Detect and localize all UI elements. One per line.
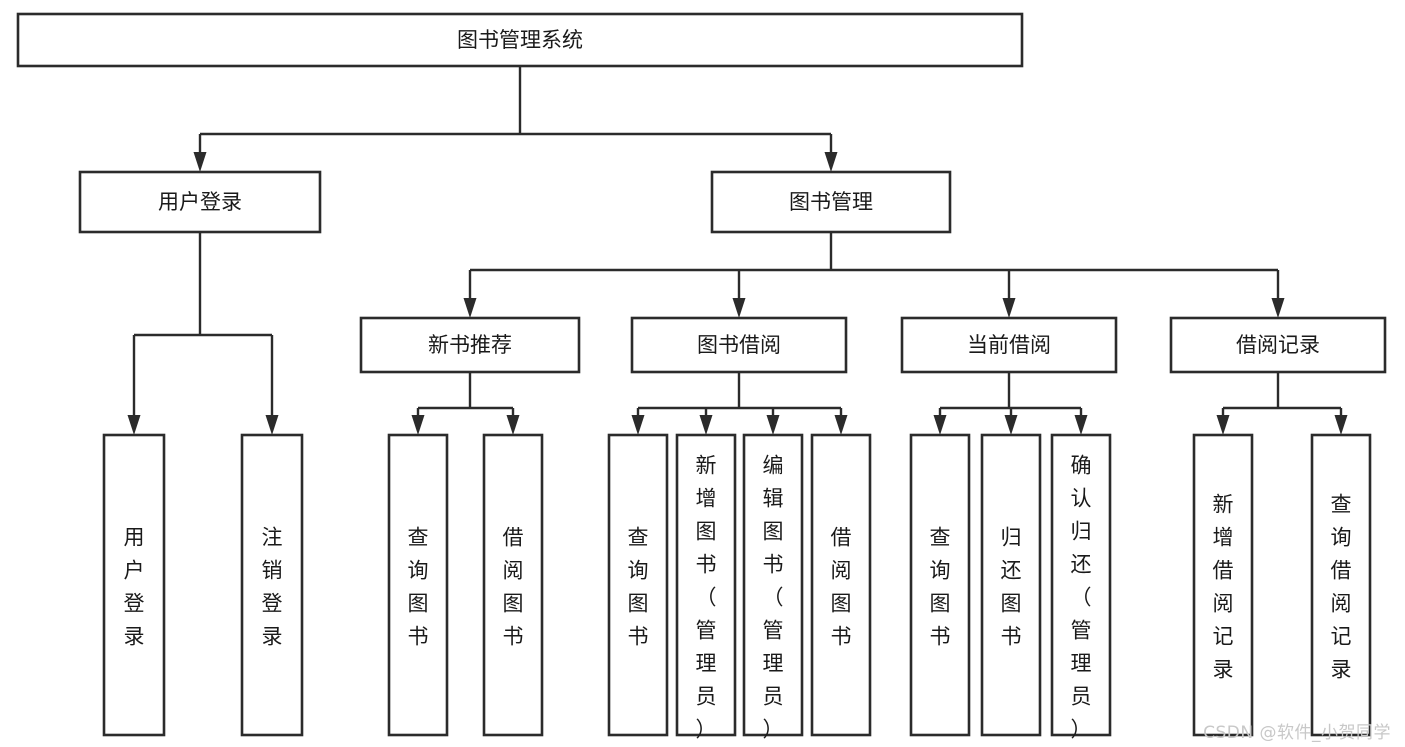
node-box-leaf-borrow-book-1[interactable] xyxy=(482,433,544,737)
node-box-leaf-add-book[interactable] xyxy=(675,433,737,737)
node-label-leaf-logout: 注销登录 xyxy=(262,526,283,649)
node-book-manage[interactable]: 图书管理 xyxy=(710,170,952,234)
node-borrow-record[interactable]: 借阅记录 xyxy=(1169,316,1387,374)
node-label-current-borrow: 当前借阅 xyxy=(967,333,1051,357)
node-box-root[interactable] xyxy=(16,12,1024,68)
connector-c-new-book xyxy=(411,372,520,435)
node-box-book-borrow[interactable] xyxy=(630,316,848,374)
node-box-new-book-recommend[interactable] xyxy=(359,316,581,374)
node-label-leaf-edit-book: 编辑图书（管理员） xyxy=(763,454,784,742)
connector-c-current-borrow xyxy=(933,372,1088,435)
node-layer: 图书管理系统用户登录图书管理新书推荐图书借阅当前借阅借阅记录用户登录注销登录查询… xyxy=(16,12,1387,742)
node-box-current-borrow[interactable] xyxy=(900,316,1118,374)
node-leaf-query-record[interactable]: 查询借阅记录 xyxy=(1310,433,1372,737)
node-user-login[interactable]: 用户登录 xyxy=(78,170,322,234)
node-box-borrow-record[interactable] xyxy=(1169,316,1387,374)
node-box-leaf-query-record[interactable] xyxy=(1310,433,1372,737)
node-label-leaf-query-book-1: 查询图书 xyxy=(408,526,429,649)
node-box-leaf-return-book[interactable] xyxy=(980,433,1042,737)
node-label-book-borrow: 图书借阅 xyxy=(697,333,781,357)
node-leaf-query-book-3[interactable]: 查询图书 xyxy=(909,433,971,737)
node-box-leaf-add-record[interactable] xyxy=(1192,433,1254,737)
connector-c-user-login xyxy=(127,232,279,435)
node-label-leaf-query-book-3: 查询图书 xyxy=(930,526,951,649)
node-leaf-logout[interactable]: 注销登录 xyxy=(240,433,304,737)
node-new-book-recommend[interactable]: 新书推荐 xyxy=(359,316,581,374)
node-box-leaf-query-book-1[interactable] xyxy=(387,433,449,737)
node-box-book-manage[interactable] xyxy=(710,170,952,234)
node-box-leaf-user-login[interactable] xyxy=(102,433,166,737)
connector-c-book-borrow xyxy=(631,372,848,435)
node-label-leaf-return-book: 归还图书 xyxy=(1001,526,1022,649)
node-label-borrow-record: 借阅记录 xyxy=(1236,333,1320,357)
node-label-new-book-recommend: 新书推荐 xyxy=(428,333,512,357)
node-label-leaf-add-book: 新增图书（管理员） xyxy=(696,454,717,742)
node-box-leaf-query-book-3[interactable] xyxy=(909,433,971,737)
node-label-book-manage: 图书管理 xyxy=(789,190,873,214)
node-box-leaf-confirm-return[interactable] xyxy=(1050,433,1112,737)
node-box-leaf-borrow-book-2[interactable] xyxy=(810,433,872,737)
node-root[interactable]: 图书管理系统 xyxy=(16,12,1024,68)
node-leaf-return-book[interactable]: 归还图书 xyxy=(980,433,1042,737)
node-leaf-borrow-book-1[interactable]: 借阅图书 xyxy=(482,433,544,737)
node-label-user-login: 用户登录 xyxy=(158,190,242,214)
node-leaf-query-book-2[interactable]: 查询图书 xyxy=(607,433,669,737)
node-leaf-confirm-return[interactable]: 确认归还（管理员） xyxy=(1050,433,1112,742)
node-label-leaf-query-record: 查询借阅记录 xyxy=(1331,493,1352,682)
node-box-user-login[interactable] xyxy=(78,170,322,234)
connector-c-root xyxy=(193,66,838,172)
node-book-borrow[interactable]: 图书借阅 xyxy=(630,316,848,374)
node-leaf-user-login[interactable]: 用户登录 xyxy=(102,433,166,737)
node-label-leaf-confirm-return: 确认归还（管理员） xyxy=(1071,454,1092,742)
node-label-leaf-borrow-book-1: 借阅图书 xyxy=(503,526,524,649)
node-box-leaf-query-book-2[interactable] xyxy=(607,433,669,737)
node-box-leaf-logout[interactable] xyxy=(240,433,304,737)
node-label-leaf-query-book-2: 查询图书 xyxy=(628,526,649,649)
connector-c-book-manage xyxy=(463,232,1285,318)
node-label-leaf-add-record: 新增借阅记录 xyxy=(1213,493,1234,682)
connector-layer xyxy=(127,66,1348,435)
connector-c-borrow-record xyxy=(1216,372,1348,435)
node-box-leaf-edit-book[interactable] xyxy=(742,433,804,737)
node-label-root: 图书管理系统 xyxy=(457,28,583,52)
node-leaf-borrow-book-2[interactable]: 借阅图书 xyxy=(810,433,872,737)
csdn-watermark: CSDN @软件_小贺同学 xyxy=(1203,723,1391,743)
node-leaf-add-book[interactable]: 新增图书（管理员） xyxy=(675,433,737,742)
node-current-borrow[interactable]: 当前借阅 xyxy=(900,316,1118,374)
node-label-leaf-borrow-book-2: 借阅图书 xyxy=(831,526,852,649)
node-label-leaf-user-login: 用户登录 xyxy=(124,526,145,649)
node-leaf-edit-book[interactable]: 编辑图书（管理员） xyxy=(742,433,804,742)
node-leaf-add-record[interactable]: 新增借阅记录 xyxy=(1192,433,1254,737)
node-leaf-query-book-1[interactable]: 查询图书 xyxy=(387,433,449,737)
